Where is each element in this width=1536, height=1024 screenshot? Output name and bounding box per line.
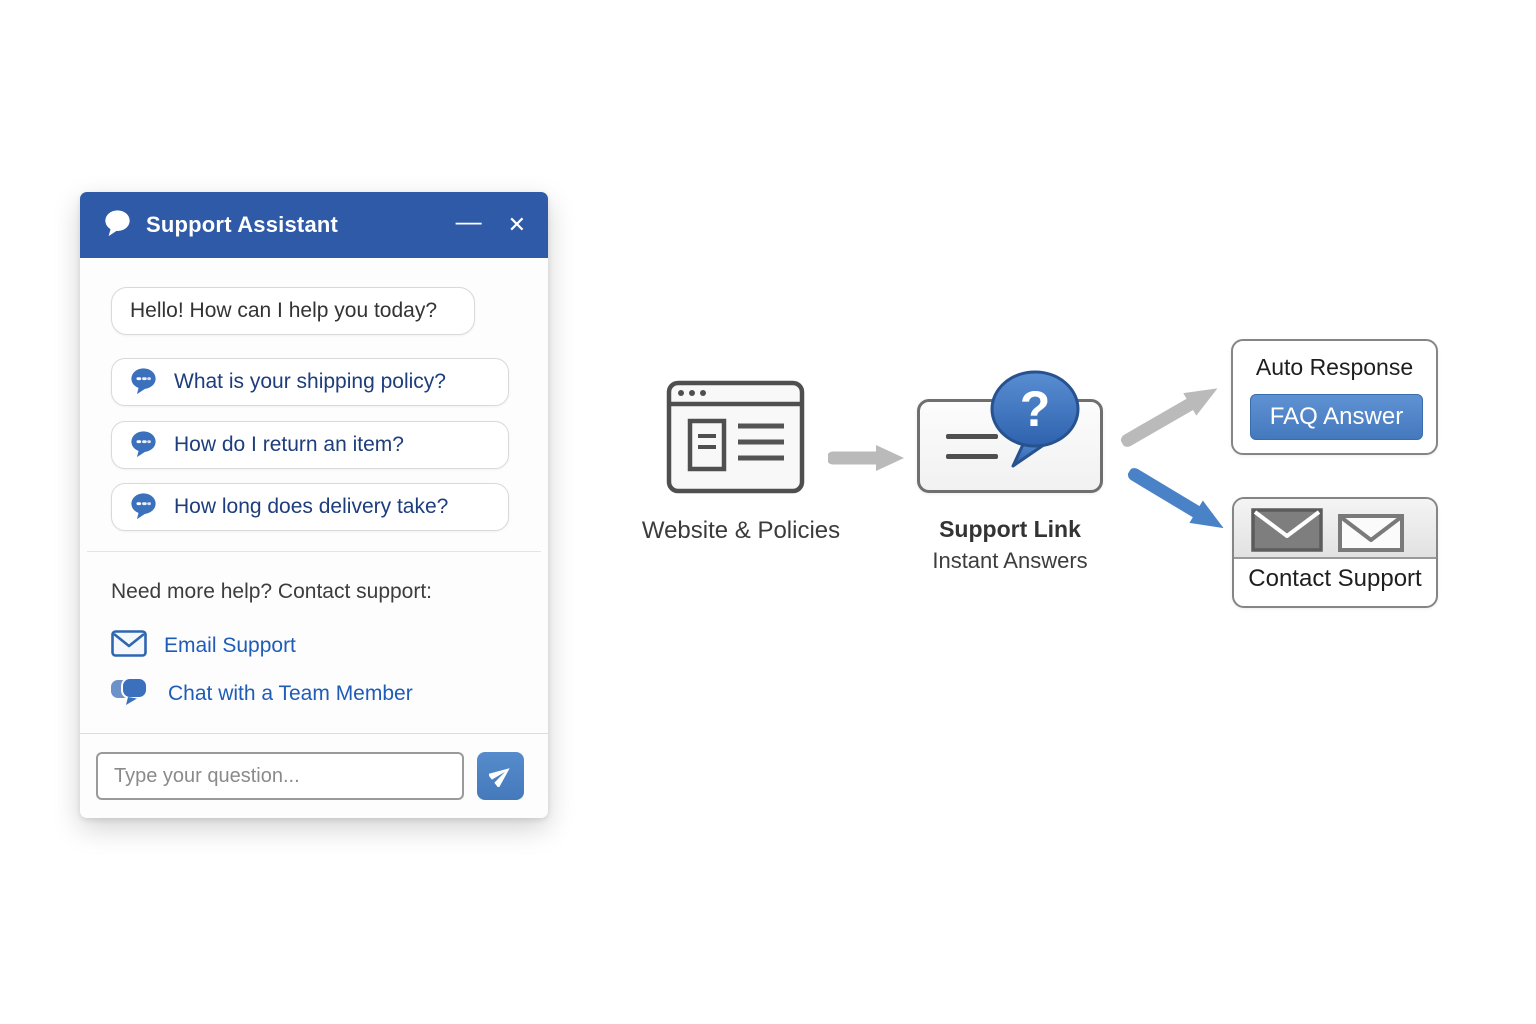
close-button[interactable]: ✕ — [507, 212, 526, 237]
browser-window-icon — [666, 380, 805, 499]
paper-plane-icon — [487, 763, 513, 790]
envelope-icon — [111, 630, 147, 662]
send-button[interactable] — [477, 752, 524, 800]
suggested-question-label: What is your shipping policy? — [174, 370, 446, 393]
suggested-question-label: How do I return an item? — [174, 433, 404, 456]
suggested-question-returns[interactable]: How do I return an item? — [111, 421, 509, 469]
window-title: Support Assistant — [146, 212, 339, 237]
auto-response-label: Auto Response — [1255, 354, 1414, 380]
chat-bubble-icon — [102, 208, 133, 243]
chat-with-team-link[interactable]: Chat with a Team Member — [111, 677, 413, 711]
arrow-website-to-supportlink — [826, 443, 906, 478]
envelope-outline-icon — [1338, 514, 1404, 557]
faq-answer-button: FAQ Answer — [1250, 394, 1423, 440]
envelope-filled-icon — [1251, 508, 1323, 557]
support-assistant-window: Support Assistant — ✕ Hello! How can I h… — [80, 192, 548, 818]
text-line-decoration — [946, 454, 998, 459]
text-line-decoration — [946, 434, 998, 439]
support-link-label: Support Link — [939, 516, 1081, 542]
contact-support-node: Contact Support — [1232, 497, 1438, 608]
email-support-link[interactable]: Email Support — [111, 630, 296, 662]
chat-bubbles-icon — [111, 677, 151, 711]
assistant-greeting-message: Hello! How can I help you today? — [111, 287, 475, 335]
suggested-question-label: How long does delivery take? — [174, 495, 449, 518]
arrow-supportlink-to-contactsupport — [1120, 460, 1233, 546]
website-policies-label: Website & Policies — [641, 517, 841, 544]
chat-with-team-label: Chat with a Team Member — [168, 682, 413, 705]
section-divider — [87, 551, 541, 552]
minimize-button[interactable]: — — [456, 208, 482, 242]
svg-text:?: ? — [1020, 381, 1051, 437]
question-input[interactable] — [96, 752, 464, 800]
speech-bubble-ellipsis-icon — [128, 367, 159, 398]
instant-answers-label: Instant Answers — [932, 548, 1088, 573]
suggested-question-delivery[interactable]: How long does delivery take? — [111, 483, 509, 531]
window-titlebar: Support Assistant — ✕ — [80, 192, 548, 258]
contact-support-label: Contact Support — [1248, 565, 1422, 592]
question-bubble-icon: ? — [986, 368, 1084, 475]
speech-bubble-ellipsis-icon — [128, 430, 159, 461]
suggested-question-shipping[interactable]: What is your shipping policy? — [111, 358, 509, 406]
auto-response-node: Auto Response FAQ Answer — [1231, 339, 1438, 455]
speech-bubble-ellipsis-icon — [128, 492, 159, 523]
arrow-supportlink-to-autoresponse — [1115, 375, 1228, 460]
contact-support-icons-strip — [1234, 499, 1436, 559]
message-compose-bar — [80, 733, 548, 818]
email-support-label: Email Support — [164, 634, 296, 657]
help-prompt-text: Need more help? Contact support: — [111, 580, 433, 603]
